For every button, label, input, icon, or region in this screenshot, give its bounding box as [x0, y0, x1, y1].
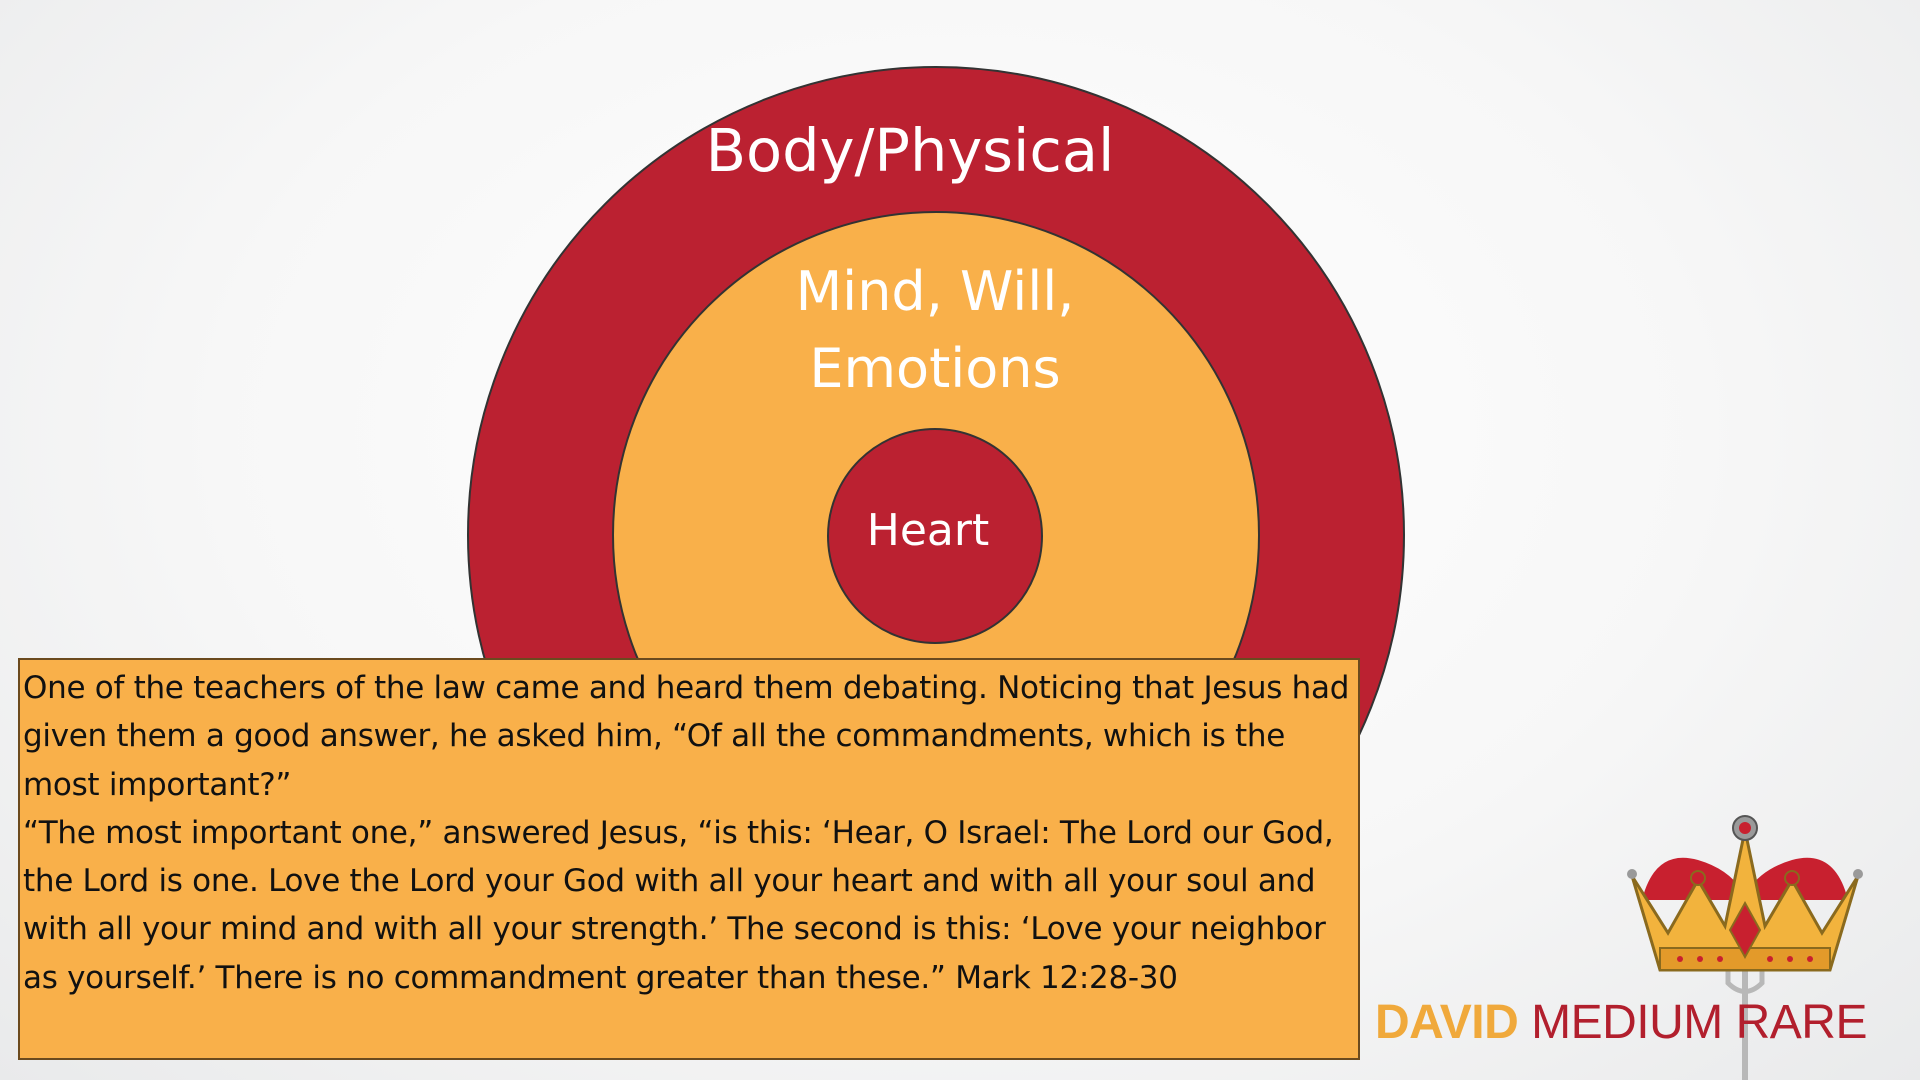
emotions-label: Emotions: [809, 337, 1060, 400]
heart-label: Heart: [867, 505, 989, 556]
inner-circle-heart: [827, 428, 1043, 644]
crown-on-fork-icon: [1627, 815, 1863, 1080]
scripture-paragraph-1: One of the teachers of the law came and …: [23, 670, 1350, 803]
scripture-quote-box: One of the teachers of the law came and …: [18, 658, 1360, 1060]
body-physical-label: Body/Physical: [706, 116, 1115, 185]
brand-word-david: DAVID: [1375, 996, 1519, 1049]
brand-wordmark: DAVID MEDIUM RARE: [1375, 995, 1867, 1051]
mind-will-label: Mind, Will,: [796, 260, 1075, 323]
brand-word-medium-rare: MEDIUM RARE: [1518, 996, 1867, 1049]
scripture-paragraph-2: “The most important one,” answered Jesus…: [23, 814, 1334, 996]
